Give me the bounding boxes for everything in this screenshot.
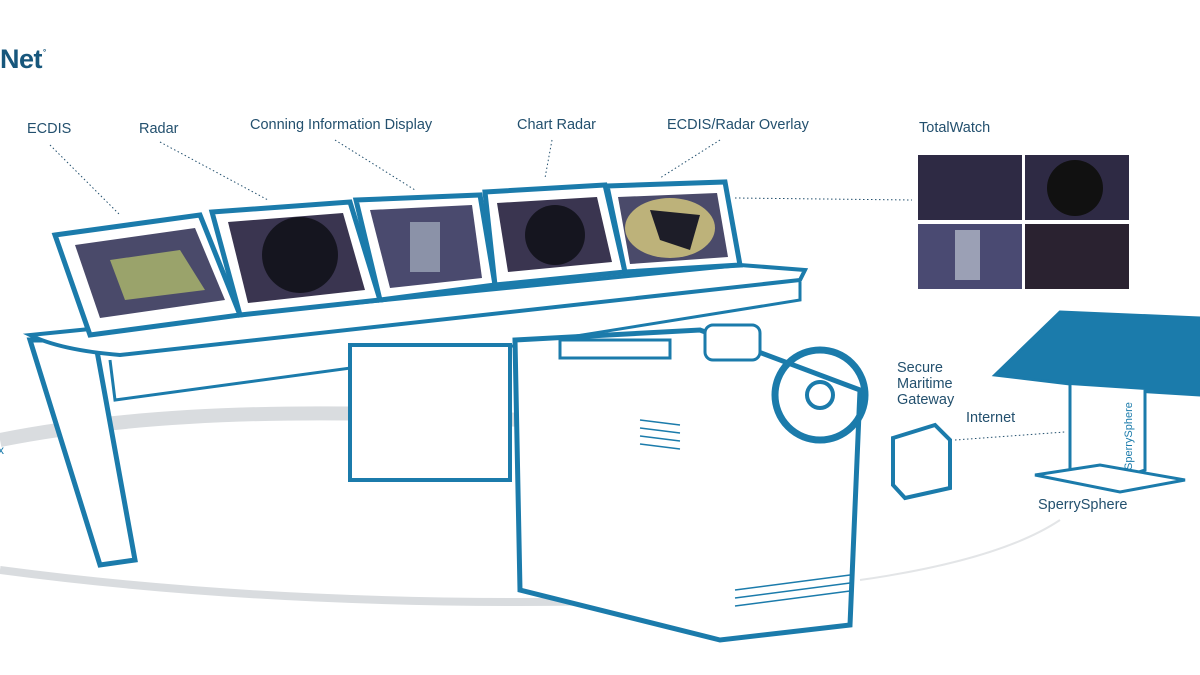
label-gateway-line2: Maritime xyxy=(897,376,953,392)
monitor-screens xyxy=(75,193,728,318)
totalwatch-screens xyxy=(918,155,1129,289)
sperrysphere-table xyxy=(991,310,1200,397)
label-sperrysphere: SperrySphere xyxy=(1038,497,1128,513)
label-radar: Radar xyxy=(139,121,179,137)
steering-console xyxy=(512,327,863,643)
label-gateway-line1: Secure xyxy=(897,360,943,376)
label-ecdis: ECDIS xyxy=(27,121,72,137)
logo: Net° xyxy=(0,44,46,75)
totalwatch-thumb-chart xyxy=(918,155,1022,220)
gateway-box xyxy=(891,422,952,501)
logo-text: Net xyxy=(0,44,43,74)
label-overlay: ECDIS/Radar Overlay xyxy=(667,117,809,133)
label-gateway-line3: Gateway xyxy=(897,392,955,408)
console-left-leg xyxy=(26,337,138,568)
totalwatch-thumb-table xyxy=(1025,224,1129,289)
console-desk xyxy=(22,262,809,358)
leader-lines xyxy=(49,139,1066,441)
label-conning: Conning Information Display xyxy=(250,117,433,133)
label-left-edge: x xyxy=(0,443,4,457)
steering-wheel xyxy=(771,346,869,444)
kiosk-brand-text: SperrySphere xyxy=(1123,402,1135,470)
label-chart-radar: Chart Radar xyxy=(517,117,596,133)
logo-mark: ° xyxy=(43,48,46,57)
label-internet: Internet xyxy=(966,410,1016,426)
label-gateway: Secure Maritime Gateway xyxy=(897,360,954,408)
console-pedestal xyxy=(348,343,512,482)
label-totalwatch: TotalWatch xyxy=(919,120,991,136)
